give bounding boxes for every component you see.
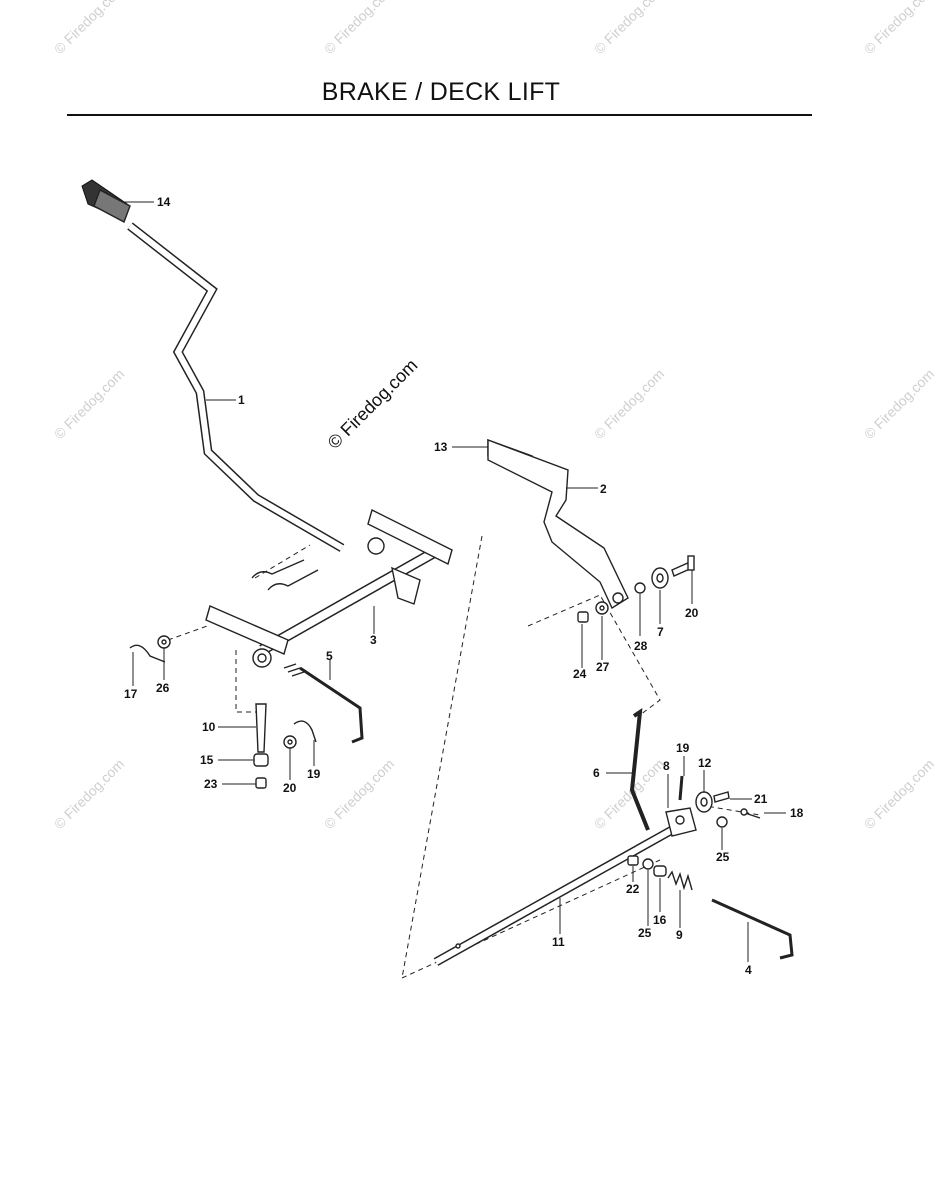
callout-8: 8 [663, 759, 670, 773]
callout-28: 28 [634, 639, 648, 653]
part-4-brake-rod [711, 898, 794, 960]
callout-19-right: 19 [676, 741, 690, 755]
callout-labels: 14 1 3 5 13 2 20 7 28 24 27 6 8 19 12 21… [124, 195, 804, 977]
part-20-bolt [671, 555, 695, 577]
assembly-line [527, 594, 661, 716]
assembly-line [167, 624, 211, 641]
part-15-bushing [253, 753, 269, 767]
page-title: BRAKE / DECK LIFT [321, 78, 561, 106]
callout-20-right: 20 [685, 606, 699, 620]
watermark-tile: © Firedog.com [591, 0, 667, 57]
part-8-arm [665, 807, 697, 837]
watermark-tile: © Firedog.com [51, 366, 127, 442]
callout-10: 10 [202, 720, 216, 734]
part-25-washer-right [716, 816, 728, 828]
callout-19-left: 19 [307, 767, 321, 781]
callout-26: 26 [156, 681, 170, 695]
part-22-nut [627, 855, 639, 866]
part-2-brake-pedal [487, 438, 629, 610]
callout-12: 12 [698, 756, 712, 770]
callout-leaders [122, 201, 786, 962]
part-5-brake-rod [299, 666, 364, 744]
part-3-lift-shaft [205, 508, 453, 677]
watermark-tile: © Firedog.com [861, 0, 934, 57]
part-28-washer [634, 582, 646, 594]
part-26-washer [157, 635, 171, 649]
callout-27: 27 [596, 660, 610, 674]
watermark-tile: © Firedog.com [321, 756, 397, 832]
callout-7: 7 [657, 625, 664, 639]
part-6-link-rod [629, 707, 650, 831]
callout-14: 14 [157, 195, 171, 209]
part-10-pin [255, 703, 267, 753]
callout-9: 9 [676, 928, 683, 942]
callout-21: 21 [754, 792, 768, 806]
watermark-tile: © Firedog.com [591, 366, 667, 442]
watermark-tile: © Firedog.com [591, 756, 667, 832]
assembly-line [401, 535, 483, 979]
part-16-bushing [653, 865, 667, 877]
callout-17: 17 [124, 687, 138, 701]
watermark-tile: © Firedog.com [861, 756, 934, 832]
callout-16: 16 [653, 913, 667, 927]
watermark-tile: © Firedog.com [861, 366, 934, 442]
callout-22: 22 [626, 882, 640, 896]
callout-25-right: 25 [716, 850, 730, 864]
callout-15: 15 [200, 753, 214, 767]
part-23-nut [255, 777, 267, 789]
part-19-pin-right [678, 775, 684, 801]
callout-25-lower: 25 [638, 926, 652, 940]
part-12-bushing [695, 791, 713, 813]
part-1-lift-handle [127, 222, 345, 552]
callout-3: 3 [370, 633, 377, 647]
callout-1: 1 [238, 393, 245, 407]
part-18-cotter [740, 808, 761, 819]
part-20-washer-left [283, 735, 297, 749]
watermark-tile: © Firedog.com [321, 0, 397, 57]
part-9-spring [667, 870, 693, 891]
watermark-tile: © Firedog.com [51, 0, 127, 57]
part-19-clip-left [293, 720, 317, 743]
part-25-washer-lower [642, 858, 654, 870]
hairpin-clips [251, 559, 319, 591]
part-14-handle-grip [81, 179, 131, 223]
part-17-hairpin [129, 644, 166, 663]
part-11-brake-shaft [433, 826, 675, 966]
callout-23: 23 [204, 777, 218, 791]
callout-24: 24 [573, 667, 587, 681]
watermark-tiles: © Firedog.com © Firedog.com © Firedog.co… [51, 0, 934, 832]
callout-13: 13 [434, 440, 448, 454]
callout-11: 11 [552, 935, 565, 949]
watermark-tile: © Firedog.com [51, 756, 127, 832]
watermark-main: © Firedog.com [324, 355, 422, 453]
callout-4: 4 [745, 963, 752, 977]
assembly-line [235, 650, 258, 713]
title-rule [67, 114, 812, 116]
callout-6: 6 [593, 766, 600, 780]
callout-5: 5 [326, 649, 333, 663]
part-24-nut [577, 611, 589, 623]
assembly-line [254, 544, 311, 579]
callout-18: 18 [790, 806, 804, 820]
callout-20-left: 20 [283, 781, 297, 795]
part-21-bolt [713, 791, 730, 803]
part-7-bushing [651, 567, 669, 589]
part-27-washer [595, 601, 609, 615]
callout-2: 2 [600, 482, 607, 496]
